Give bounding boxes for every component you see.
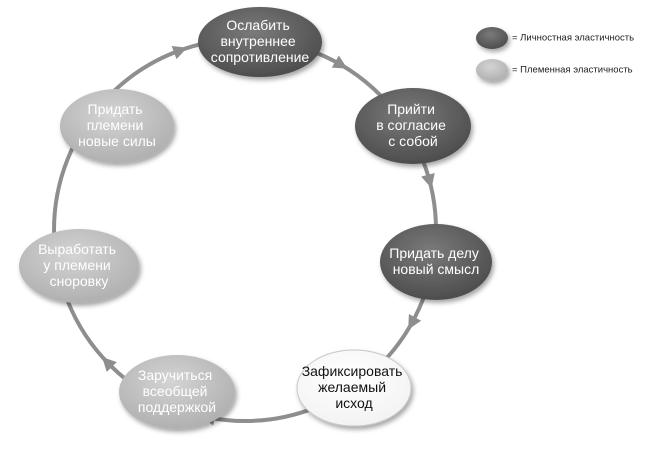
step-new-meaning-label: Придать делу новый смысл — [389, 245, 482, 277]
step-build-skill-line-1: Выработать — [38, 241, 116, 257]
step-energize-tribe: Придать племени новые силы — [60, 89, 174, 163]
step-gain-support: Заручиться всеобщей поддержкой — [119, 355, 235, 429]
step-weaken-resistance-line-1: Ослабить — [226, 17, 289, 33]
step-self-agreement-shape — [355, 88, 471, 164]
legend-swatch-personal — [476, 27, 508, 49]
step-new-meaning-line-2: новый смысл — [393, 261, 480, 277]
step-build-skill-shape — [19, 229, 139, 303]
step-energize-tribe-line-3: новые силы — [78, 133, 156, 149]
ring-arrow-2 — [421, 172, 435, 189]
legend-label-personal: = Личностная эластичность — [512, 33, 634, 44]
step-build-skill-label: Выработать у племени сноровку — [38, 241, 120, 289]
step-build-skill-line-3: сноровку — [50, 273, 109, 289]
step-gain-support-shape — [119, 355, 235, 429]
step-energize-tribe-shape — [60, 89, 174, 163]
step-fix-outcome-line-1: Зафиксировать — [302, 363, 403, 379]
ring-arrow-3 — [408, 313, 422, 330]
legend-label-tribal: = Племенная эластичность — [512, 65, 633, 76]
step-self-agreement-label: Прийти в согласие с собой — [376, 101, 450, 149]
step-self-agreement-line-2: в согласие — [376, 117, 446, 133]
ring-arrow-8 — [171, 45, 188, 60]
step-build-skill: Выработать у племени сноровку — [19, 229, 139, 303]
step-new-meaning-line-1: Придать делу — [389, 245, 479, 261]
step-gain-support-line-1: Заручиться — [138, 367, 212, 383]
ring-arrow-1 — [331, 55, 348, 69]
step-weaken-resistance-line-2: внутреннее — [220, 33, 295, 49]
step-weaken-resistance-shape — [198, 7, 322, 77]
legend-swatch-tribal — [476, 59, 508, 81]
step-fix-outcome: Зафиксировать желаемый исход — [296, 349, 412, 427]
step-new-meaning: Придать делу новый смысл — [380, 224, 492, 300]
step-fix-outcome-line-3: исход — [335, 395, 372, 411]
step-self-agreement-line-3: с собой — [388, 133, 437, 149]
step-weaken-resistance-line-3: сопротивление — [211, 49, 310, 65]
step-build-skill-line-2: у племени — [43, 257, 110, 273]
cycle-steps: Ослабить внутреннее сопротивление Прийти… — [19, 7, 492, 429]
step-fix-outcome-label: Зафиксировать желаемый исход — [302, 363, 407, 411]
step-weaken-resistance-label: Ослабить внутреннее сопротивление — [211, 17, 310, 65]
step-energize-tribe-label: Придать племени новые силы — [78, 101, 156, 149]
step-gain-support-line-2: всеобщей — [143, 383, 208, 399]
step-gain-support-label: Заручиться всеобщей поддержкой — [138, 367, 216, 415]
step-self-agreement-line-1: Прийти — [387, 101, 435, 117]
step-energize-tribe-line-1: Придать — [88, 101, 143, 117]
step-self-agreement: Прийти в согласие с собой — [355, 88, 471, 164]
legend: = Личностная эластичность = Племенная эл… — [476, 27, 634, 81]
legend-item-personal: = Личностная эластичность — [476, 27, 634, 49]
step-energize-tribe-line-2: племени — [87, 117, 144, 133]
step-fix-outcome-shape — [296, 349, 412, 427]
step-new-meaning-shape — [380, 224, 492, 300]
ring-arrow-6 — [102, 356, 117, 372]
legend-item-tribal: = Племенная эластичность — [476, 59, 633, 81]
step-weaken-resistance: Ослабить внутреннее сопротивление — [198, 7, 322, 77]
step-gain-support-line-3: поддержкой — [138, 399, 216, 415]
step-fix-outcome-line-2: желаемый — [318, 379, 386, 395]
